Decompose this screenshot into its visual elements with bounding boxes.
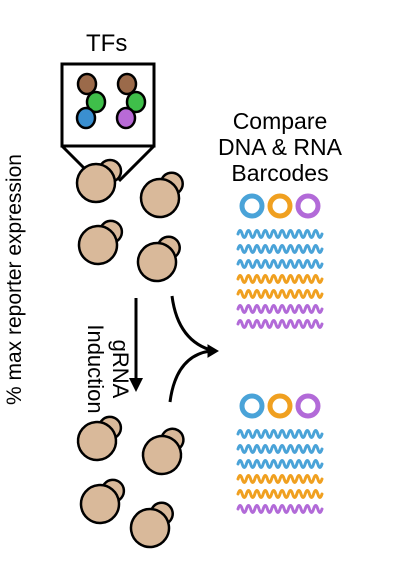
yeast-cell-icon — [139, 171, 184, 219]
compare-title-line-3: Barcodes — [231, 160, 329, 186]
barcode-circle-icon — [295, 193, 321, 219]
yeast-cell-icon — [141, 427, 185, 476]
yeast-cell-icon — [77, 219, 124, 266]
barcode-wave — [236, 259, 324, 269]
barcode-circle-icon — [267, 393, 293, 419]
tf-dot — [115, 106, 137, 130]
merge-arrows-icon — [168, 295, 219, 403]
barcode-wave — [236, 274, 324, 284]
barcode-circle-icon — [239, 193, 265, 219]
yeast-group-top — [75, 158, 184, 283]
tf-dot — [85, 90, 107, 114]
barcode-circle-icon — [295, 393, 321, 419]
barcode-circle-icon — [267, 193, 293, 219]
barcode-wave — [236, 459, 324, 469]
barcode-wave — [236, 229, 324, 239]
yeast-group-bottom — [76, 415, 185, 549]
barcode-wave — [236, 429, 324, 439]
barcode-wave — [236, 289, 324, 299]
tf-dot — [116, 72, 138, 96]
yeast-cell-icon — [136, 235, 181, 283]
compare-title-line-2: DNA & RNA — [218, 134, 342, 160]
down-arrow-icon — [129, 298, 143, 392]
barcode-wave — [236, 474, 324, 484]
tf-dot — [75, 106, 97, 130]
barcode-wave — [236, 504, 324, 514]
barcode-wave — [236, 444, 324, 454]
barcode-circle-icon — [239, 393, 265, 419]
tf-dots — [75, 72, 147, 130]
yeast-cell-icon — [76, 415, 123, 462]
compare-title-line-1: Compare — [232, 108, 328, 134]
barcode-wave — [236, 304, 324, 314]
barcode-wave — [236, 244, 324, 254]
barcodes-bottom — [236, 393, 324, 514]
yeast-cell-icon — [129, 501, 174, 549]
barcode-wave — [236, 319, 324, 329]
tf-dot — [125, 90, 147, 114]
tf-dot — [76, 72, 98, 96]
barcodes-top — [236, 193, 324, 329]
tfs-label: TFs — [86, 30, 128, 57]
yeast-cell-icon — [79, 478, 126, 525]
yeast-cell-icon — [75, 158, 123, 204]
compare-barcodes-title: Compare DNA & RNA Barcodes — [210, 108, 350, 186]
barcode-wave — [236, 489, 324, 499]
